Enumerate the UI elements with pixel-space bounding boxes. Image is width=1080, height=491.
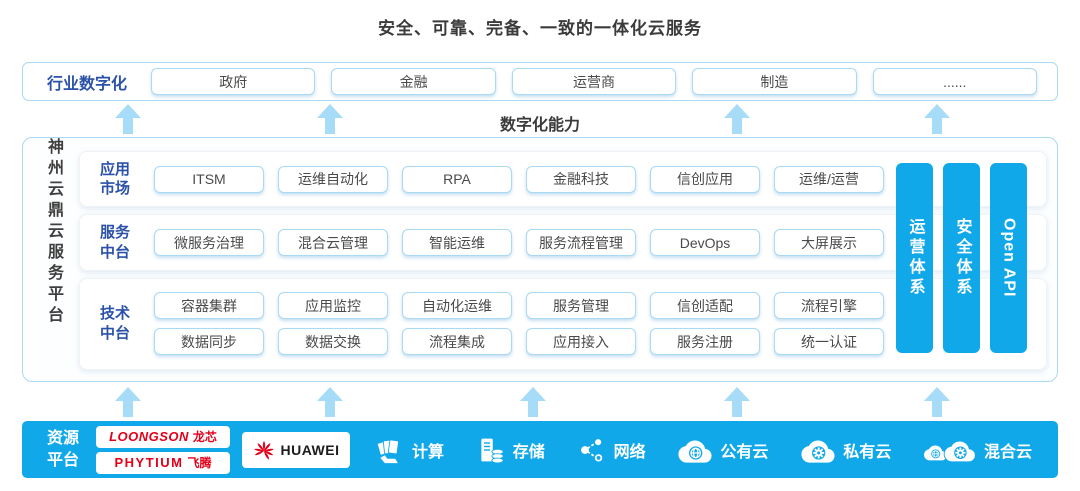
public-cloud-icon [678, 435, 712, 464]
item-automated-ops: 自动化运维 [402, 292, 512, 320]
pillar-security-system: 安全体系 [943, 163, 980, 353]
item-process-engine: 流程引擎 [774, 292, 884, 320]
row-service-platform: 服务中台 微服务治理 混合云管理 智能运维 服务流程管理 DevOps 大屏展示 [79, 214, 1047, 271]
up-arrow-icon [924, 387, 950, 417]
cloud-service-platform-panel: 神州云鼎云服务平台 应用市场 ITSM 运维自动化 RPA 金融科技 信创应用 … [22, 137, 1058, 382]
resource-label: 公有云 [720, 443, 769, 461]
app-market-items: ITSM 运维自动化 RPA 金融科技 信创应用 运维/运营 [154, 165, 884, 193]
item-data-sync: 数据同步 [154, 328, 264, 356]
up-arrow-icon [520, 387, 546, 417]
phytium-logo: PHYTIUM 飞腾 [96, 451, 230, 474]
digital-capability-label: 数字化能力 [499, 117, 580, 134]
resource-storage: 存储 [477, 436, 545, 464]
resource-network: 网络 [578, 436, 646, 464]
page-title: 安全、可靠、完备、一致的一体化云服务 [378, 19, 702, 38]
network-icon [578, 436, 606, 464]
item-xinchuang-app: 信创应用 [650, 165, 760, 193]
industry-digitization-bar: 行业数字化 政府 金融 运营商 制造 ...... [22, 62, 1058, 101]
hybrid-cloud-icon [923, 435, 976, 464]
resource-compute: 计算 [376, 436, 444, 464]
industry-item-operator: 运营商 [511, 68, 677, 95]
cpu-vendor-chips: LOONGSON 龙芯 PHYTIUM 飞腾 [96, 425, 230, 474]
up-arrow-icon [115, 104, 141, 134]
resource-label: 混合云 [983, 443, 1032, 461]
item-microservice-governance: 微服务治理 [154, 229, 264, 257]
resource-label: 计算 [412, 443, 445, 461]
resource-private-cloud: 私有云 [801, 435, 891, 464]
item-app-access: 应用接入 [526, 328, 636, 356]
row-app-market: 应用市场 ITSM 运维自动化 RPA 金融科技 信创应用 运维/运营 [79, 151, 1047, 208]
item-service-registry: 服务注册 [650, 328, 760, 356]
resource-label: 私有云 [843, 443, 892, 461]
pillar-open-api: Open API [990, 163, 1027, 353]
service-platform-items: 微服务治理 混合云管理 智能运维 服务流程管理 DevOps 大屏展示 [154, 229, 884, 257]
tech-platform-items: 容器集群 应用监控 自动化运维 服务管理 信创适配 流程引擎 数据同步 数据交换… [154, 292, 884, 356]
item-app-monitoring: 应用监控 [278, 292, 388, 320]
up-arrow-icon [724, 387, 750, 417]
item-service-flow-mgmt: 服务流程管理 [526, 229, 636, 257]
industry-bar-label: 行业数字化 [47, 75, 128, 93]
row-label-service-platform: 服务中台 [99, 224, 130, 261]
item-process-integration: 流程集成 [402, 328, 512, 356]
item-ops-operation: 运维/运营 [774, 165, 884, 193]
resource-platform-bar: 资源平台 LOONGSON 龙芯 PHYTIUM 飞腾 [22, 421, 1058, 478]
private-cloud-icon [801, 435, 835, 464]
industry-item-manufacturing: 制造 [692, 68, 857, 95]
up-arrow-icon [724, 104, 750, 134]
up-arrow-icon [924, 104, 950, 134]
storage-icon [477, 436, 505, 464]
industry-item-government: 政府 [151, 68, 316, 95]
platform-name-vertical: 神州云鼎云服务平台 [45, 138, 62, 327]
row-tech-platform: 技术中台 容器集群 应用监控 自动化运维 服务管理 信创适配 流程引擎 数据同步… [79, 277, 1047, 370]
item-unified-auth: 统一认证 [774, 328, 884, 356]
item-service-mgmt: 服务管理 [526, 292, 636, 320]
industry-item-more: ...... [872, 68, 1037, 95]
item-big-screen: 大屏展示 [774, 229, 884, 257]
resource-label: 存储 [512, 443, 545, 461]
platform-rows: 应用市场 ITSM 运维自动化 RPA 金融科技 信创应用 运维/运营 服务中台… [79, 151, 1047, 370]
item-rpa: RPA [402, 165, 512, 193]
compute-icon [376, 436, 404, 464]
resource-bar-label: 资源平台 [46, 429, 79, 469]
item-data-exchange: 数据交换 [278, 328, 388, 356]
industry-item-finance: 金融 [331, 68, 496, 95]
item-devops: DevOps [650, 229, 760, 257]
up-arrow-icon [317, 104, 343, 134]
resource-label: 网络 [613, 443, 646, 461]
item-itsm: ITSM [154, 165, 264, 193]
tech-items-line1: 容器集群 应用监控 自动化运维 服务管理 信创适配 流程引擎 [154, 292, 884, 320]
item-xinchuang-adaptation: 信创适配 [650, 292, 760, 320]
platform-pillars: 运营体系 安全体系 Open API [896, 163, 1027, 353]
resource-items: 计算 存储 [368, 435, 1038, 464]
row-label-app-market: 应用市场 [99, 160, 130, 198]
pillar-operation-system: 运营体系 [896, 163, 933, 353]
tech-items-line2: 数据同步 数据交换 流程集成 应用接入 服务注册 统一认证 [154, 328, 884, 356]
up-arrow-icon [115, 387, 141, 417]
huawei-flower-icon [253, 439, 275, 461]
loongson-logo: LOONGSON 龙芯 [96, 425, 230, 448]
huawei-logo: HUAWEI [242, 431, 350, 468]
industry-items: 政府 金融 运营商 制造 ...... [151, 68, 1037, 95]
item-container-cluster: 容器集群 [154, 292, 264, 320]
resource-public-cloud: 公有云 [678, 435, 768, 464]
item-fintech: 金融科技 [526, 165, 636, 193]
up-arrow-icon [317, 387, 343, 417]
resource-hybrid-cloud: 混合云 [923, 435, 1032, 464]
item-hybrid-cloud-mgmt: 混合云管理 [278, 229, 388, 257]
item-intelligent-ops: 智能运维 [402, 229, 512, 257]
row-label-tech-platform: 技术中台 [99, 305, 130, 342]
item-ops-automation: 运维自动化 [278, 165, 388, 193]
